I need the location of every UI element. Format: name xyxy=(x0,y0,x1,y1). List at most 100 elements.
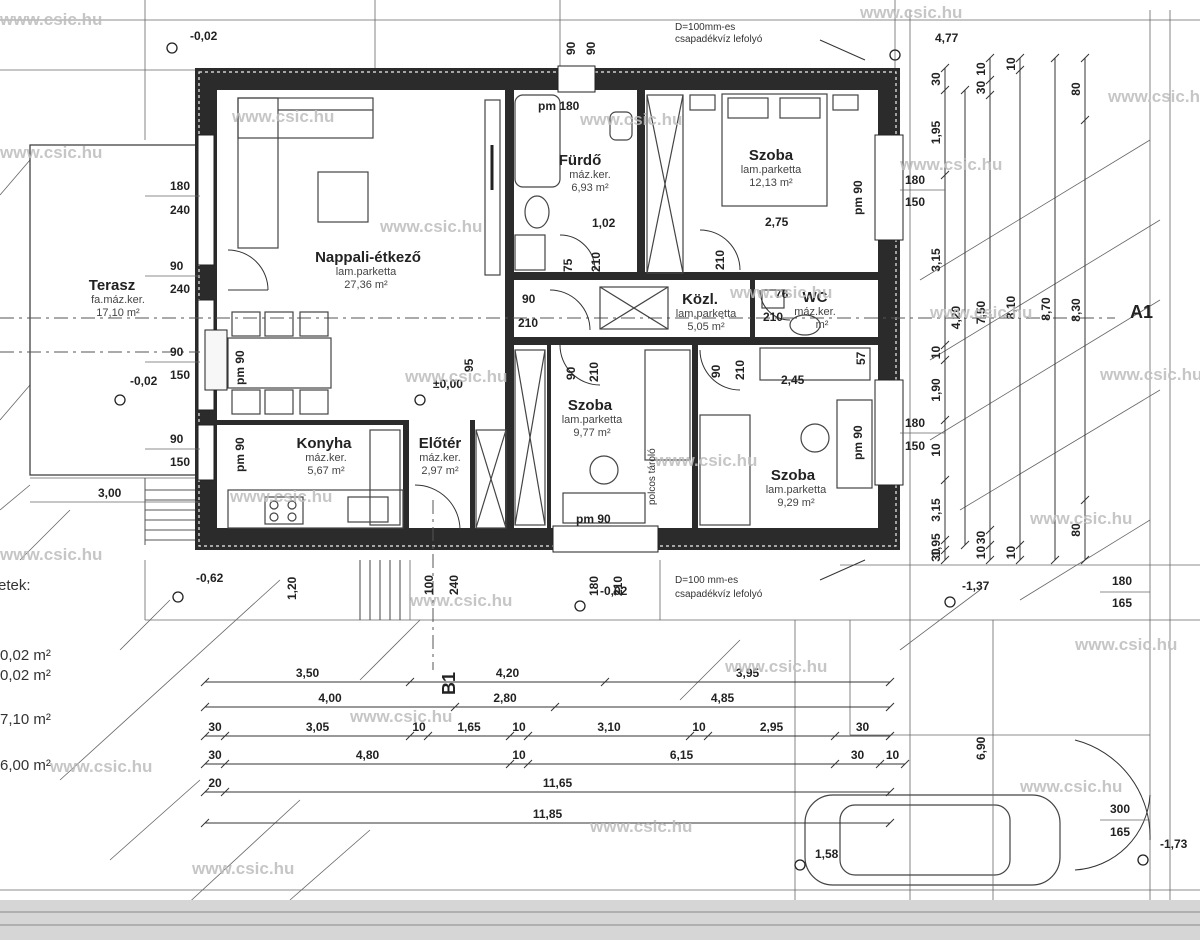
kozl-area: 5,05 m² xyxy=(687,321,725,333)
dim-r3-4: 10 xyxy=(512,720,526,734)
dim-pm90-d: pm 90 xyxy=(851,425,865,460)
level-3: -0,02 xyxy=(130,374,158,388)
dim-win-l1a: 180 xyxy=(170,179,190,193)
level-4: -0,62 xyxy=(196,571,224,585)
dim-r4-3: 6,15 xyxy=(670,748,694,762)
dim-door-210d: 210 xyxy=(713,250,727,270)
dim-win-l3b: 150 xyxy=(170,368,190,382)
legend-value-4: 6,00 m² xyxy=(0,757,51,774)
dim-top-90b: 90 xyxy=(584,41,598,55)
dim-win-l2b: 240 xyxy=(170,282,190,296)
watermark-19: www.csic.hu xyxy=(724,657,827,676)
dim-v_c1-1: 1,95 xyxy=(929,120,943,144)
dim-275: 2,75 xyxy=(765,215,789,229)
dim-gar-165: 165 xyxy=(1112,596,1132,610)
szoba1-surface: lam.parketta xyxy=(741,164,802,176)
dim-v_c1-3: 10 xyxy=(929,346,943,360)
dim-v_c2-3: 30 xyxy=(974,531,988,545)
szoba2-surface: lam.parketta xyxy=(562,414,623,426)
entrance-stairs xyxy=(359,560,401,620)
dim-r2-1: 2,80 xyxy=(493,691,517,705)
dim-100: 100 xyxy=(422,575,436,595)
terasz-area: 17,10 m² xyxy=(96,307,140,319)
gutter-bottom-line1: D=100 mm-es xyxy=(675,575,738,586)
section-b-label: B1 xyxy=(439,672,459,695)
watermark-12: www.csic.hu xyxy=(1099,365,1200,384)
watermark-4: www.csic.hu xyxy=(231,107,334,126)
dim-door-90d: 90 xyxy=(709,364,723,378)
furdo-surface: máz.ker. xyxy=(569,169,611,181)
dim-pm90-e: pm 90 xyxy=(576,512,611,526)
dim-57: 57 xyxy=(854,351,868,365)
dim-win-r1a: 180 xyxy=(905,173,925,187)
room-labels: Terasz fa.máz.ker. 17,10 m² Nappali-étke… xyxy=(89,147,836,509)
dim-v_c1-2: 3,15 xyxy=(929,248,943,272)
dim-r6-0: 11,85 xyxy=(533,807,563,821)
legend-value-3: 7,10 m² xyxy=(0,711,51,728)
szoba1-name: Szoba xyxy=(749,147,794,164)
ground-hatch xyxy=(0,900,1200,940)
section-line-a: A1 B1 xyxy=(0,302,1153,695)
dim-v_c0-0: 4,20 xyxy=(949,305,963,329)
terasz-name: Terasz xyxy=(89,277,135,294)
wc-name: WC xyxy=(803,289,828,306)
dim-r1-0: 3,50 xyxy=(296,666,320,680)
dim-v_c4-0: 8,70 xyxy=(1039,297,1053,321)
watermark-17: www.csic.hu xyxy=(409,591,512,610)
wc-surface: máz.ker. xyxy=(794,306,836,318)
szoba3-area: 9,29 m² xyxy=(777,497,815,509)
dim-r1-1: 4,20 xyxy=(496,666,520,680)
dim-win-r2a: 180 xyxy=(905,416,925,430)
dim-r4-2: 10 xyxy=(512,748,526,762)
nappali-name: Nappali-étkező xyxy=(315,249,421,266)
dim-v_c1-0: 30 xyxy=(929,72,943,86)
watermarks: www.csic.hu www.csic.hu www.csic.hu www.… xyxy=(0,3,1200,878)
watermark-23: www.csic.hu xyxy=(589,817,692,836)
dim-win-l2a: 90 xyxy=(170,259,184,273)
windows xyxy=(197,65,904,553)
dim-door-210c: 210 xyxy=(589,252,603,272)
dim-v_c1-5: 10 xyxy=(929,443,943,457)
konyha-name: Konyha xyxy=(296,435,352,452)
nappali-surface: lam.parketta xyxy=(336,266,397,278)
eloter-surface: máz.ker. xyxy=(419,452,461,464)
dim-v_c1-4: 1,90 xyxy=(929,378,943,402)
dim-v_c2-1: 30 xyxy=(974,81,988,95)
dim-win-r1b: 150 xyxy=(905,195,925,209)
dim-v_c3-1: 8,10 xyxy=(1004,295,1018,319)
watermark-20: www.csic.hu xyxy=(349,707,452,726)
dim-terrace-300: 3,00 xyxy=(98,486,122,500)
dim-v_c5-1: 8,30 xyxy=(1069,298,1083,322)
dim-v_c2-2: 7,50 xyxy=(974,300,988,324)
dim-r5-0: 20 xyxy=(208,776,222,790)
dim-r2-0: 4,00 xyxy=(318,691,342,705)
dim-v_c3-0: 10 xyxy=(1004,57,1018,71)
level-7: ±0,00 xyxy=(433,377,463,391)
dim-door-210a: 210 xyxy=(518,316,538,330)
dim-v_c1-7: 1,95 xyxy=(929,533,943,557)
level-5: -0,02 xyxy=(600,584,628,598)
legend-value-2: 0,02 m² xyxy=(0,667,51,684)
level-6: -1,37 xyxy=(962,579,990,593)
dim-door-75: 75 xyxy=(561,258,575,272)
dim-pm90-c: pm 90 xyxy=(851,180,865,215)
watermark-21: www.csic.hu xyxy=(49,757,152,776)
dim-win-l4a: 90 xyxy=(170,432,184,446)
dim-r3-5: 3,10 xyxy=(597,720,621,734)
watermark-22: www.csic.hu xyxy=(1019,777,1122,796)
dim-r3-6: 10 xyxy=(692,720,706,734)
watermark-11: www.csic.hu xyxy=(404,367,507,386)
dim-r3-0: 30 xyxy=(208,720,222,734)
dim-r2-2: 4,85 xyxy=(711,691,735,705)
dim-pm180: pm 180 xyxy=(538,99,580,113)
watermark-6: www.csic.hu xyxy=(0,143,102,162)
szoba1-area: 12,13 m² xyxy=(749,177,793,189)
interior-dims: 180 240 90 240 90 150 90 150 180 150 180… xyxy=(30,41,1150,900)
konyha-surface: máz.ker. xyxy=(305,452,347,464)
legend: etek: 0,02 m² 0,02 m² 7,10 m² 6,00 m² xyxy=(0,577,51,774)
nappali-area: 27,36 m² xyxy=(344,279,388,291)
furdo-name: Fürdő xyxy=(559,152,602,169)
gutter-top-line1: D=100mm-es xyxy=(675,22,735,33)
dim-v_c2-4: 10 xyxy=(974,546,988,560)
watermark-5: www.csic.hu xyxy=(579,110,682,129)
